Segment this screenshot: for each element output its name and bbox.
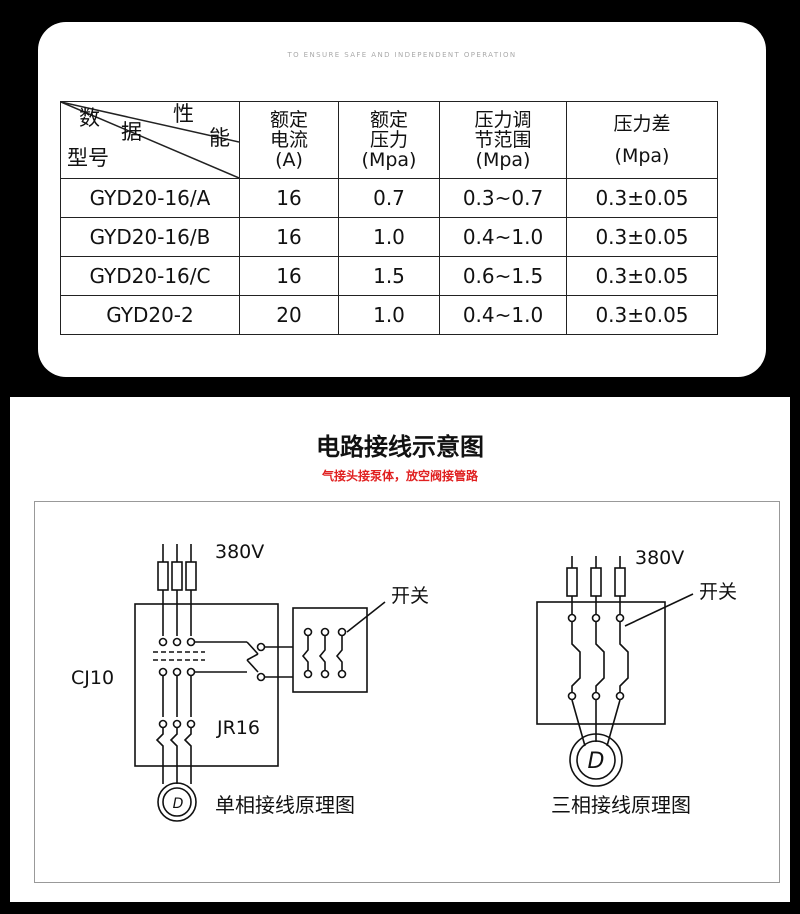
cell-current: 16 bbox=[239, 256, 339, 296]
header-pressure-range: 压力调 节范围 (Mpa) bbox=[439, 101, 567, 179]
header-pressure-diff-l1: 压力差 bbox=[613, 113, 671, 135]
header-rated-pressure: 额定 压力 (Mpa) bbox=[338, 101, 440, 179]
spec-panel: TO ENSURE SAFE AND INDEPENDENT OPERATION… bbox=[38, 22, 766, 377]
wiring-diagram: D 380V CJ10 JR16 开关 单相接线原理图 bbox=[71, 541, 737, 822]
header-rated-pressure-l3: (Mpa) bbox=[361, 149, 417, 171]
cell-model: GYD20-16/C bbox=[60, 256, 240, 296]
diag-label-neng: 能 bbox=[209, 126, 230, 150]
cell-range: 0.6~1.5 bbox=[439, 256, 567, 296]
cell-diff: 0.3±0.05 bbox=[566, 217, 718, 257]
header-rated-current-l2: 电流 bbox=[269, 129, 308, 151]
header-pressure-range-l1: 压力调 bbox=[474, 109, 532, 131]
cell-range: 0.4~1.0 bbox=[439, 295, 567, 335]
diagram-subtitle: 气接头接泵体，放空阀接管路 bbox=[321, 469, 478, 483]
contactor-label: CJ10 bbox=[71, 667, 114, 689]
cell-pressure: 1.0 bbox=[338, 295, 440, 335]
cell-model: GYD20-16/A bbox=[60, 178, 240, 218]
switch-label-right: 开关 bbox=[699, 581, 737, 603]
cell-model: GYD20-2 bbox=[60, 295, 240, 335]
cell-model: GYD20-16/B bbox=[60, 217, 240, 257]
header-rated-current-l1: 额定 bbox=[269, 109, 308, 131]
cell-pressure: 1.5 bbox=[338, 256, 440, 296]
motor-symbol-right: D bbox=[588, 749, 605, 774]
cell-diff: 0.3±0.05 bbox=[566, 256, 718, 296]
spec-table: 数 据 性 能 型号 额定 电流 (A) 额定 压力 (Mpa) 压力调 节范围… bbox=[60, 101, 718, 335]
cell-diff: 0.3±0.05 bbox=[566, 295, 718, 335]
table-row: GYD20-16/C 16 1.5 0.6~1.5 0.3±0.05 bbox=[60, 256, 718, 296]
header-pressure-range-l2: 节范围 bbox=[474, 129, 532, 151]
table-header-row: 数 据 性 能 型号 额定 电流 (A) 额定 压力 (Mpa) 压力调 节范围… bbox=[60, 101, 718, 179]
diagram-frame: D 380V CJ10 JR16 开关 单相接线原理图 bbox=[34, 501, 780, 883]
header-pressure-diff-l2: (Mpa) bbox=[614, 145, 670, 167]
header-pressure-range-l3: (Mpa) bbox=[475, 149, 531, 171]
tagline: TO ENSURE SAFE AND INDEPENDENT OPERATION bbox=[287, 51, 517, 59]
table-row: GYD20-2 20 1.0 0.4~1.0 0.3±0.05 bbox=[60, 295, 718, 335]
cell-current: 20 bbox=[239, 295, 339, 335]
diagonal-lines bbox=[61, 102, 239, 178]
cell-pressure: 0.7 bbox=[338, 178, 440, 218]
table-row: GYD20-16/B 16 1.0 0.4~1.0 0.3±0.05 bbox=[60, 217, 718, 257]
diag-label-shu: 数 bbox=[79, 106, 100, 130]
diag-label-xing: 性 bbox=[173, 102, 194, 126]
voltage-label-left: 380V bbox=[215, 541, 264, 563]
single-phase-diagram bbox=[134, 544, 386, 822]
switch-label-left: 开关 bbox=[391, 585, 429, 607]
three-phase-diagram bbox=[536, 556, 694, 787]
motor-symbol-left: D bbox=[173, 796, 184, 812]
relay-label: JR16 bbox=[216, 717, 260, 739]
diagram-title: 电路接线示意图 bbox=[316, 433, 484, 461]
header-rated-pressure-l2: 压力 bbox=[369, 129, 408, 151]
header-rated-current-l3: (A) bbox=[275, 149, 303, 171]
table-row: GYD20-16/A 16 0.7 0.3~0.7 0.3±0.05 bbox=[60, 178, 718, 218]
cell-range: 0.4~1.0 bbox=[439, 217, 567, 257]
header-rated-current: 额定 电流 (A) bbox=[239, 101, 339, 179]
cell-range: 0.3~0.7 bbox=[439, 178, 567, 218]
caption-three-phase: 三相接线原理图 bbox=[551, 793, 691, 817]
diag-label-ju: 据 bbox=[121, 120, 142, 144]
cell-current: 16 bbox=[239, 217, 339, 257]
cell-current: 16 bbox=[239, 178, 339, 218]
header-rated-pressure-l1: 额定 bbox=[369, 109, 408, 131]
cell-pressure: 1.0 bbox=[338, 217, 440, 257]
diagram-panel: 电路接线示意图 气接头接泵体，放空阀接管路 bbox=[10, 397, 790, 902]
header-pressure-diff: 压力差 (Mpa) bbox=[566, 101, 718, 179]
voltage-label-right: 380V bbox=[635, 547, 684, 569]
cell-diff: 0.3±0.05 bbox=[566, 178, 718, 218]
caption-single-phase: 单相接线原理图 bbox=[215, 793, 355, 817]
diagonal-header-cell: 数 据 性 能 型号 bbox=[60, 101, 240, 179]
diag-label-model: 型号 bbox=[67, 146, 109, 170]
